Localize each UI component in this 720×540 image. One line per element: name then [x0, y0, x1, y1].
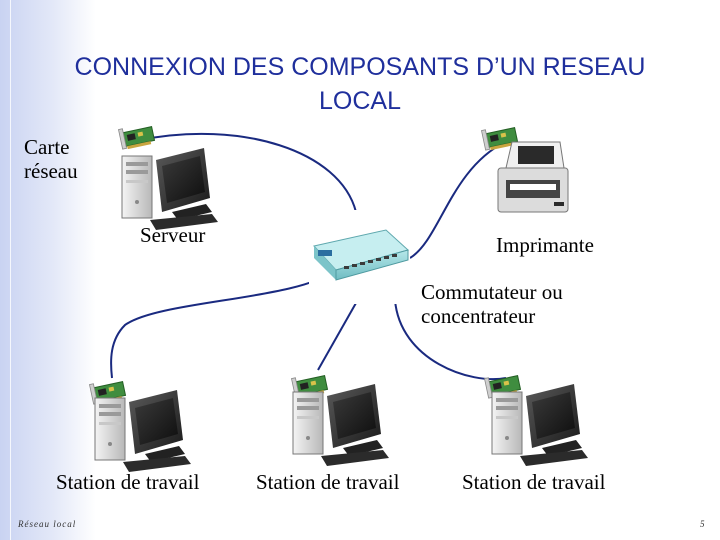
- label-imprimante: Imprimante: [496, 233, 594, 257]
- label-commutateur-line-2: concentrateur: [421, 304, 536, 328]
- station-2-computer: [292, 383, 390, 467]
- page-number: 5: [700, 519, 705, 529]
- cable-server-switch: [139, 132, 357, 213]
- sidebar-line: [10, 0, 11, 540]
- label-commutateur-line-1: Commutateur ou: [421, 280, 563, 304]
- title-line-2: LOCAL: [319, 87, 401, 115]
- sidebar-gradient: [0, 0, 96, 540]
- cable-switch-station1: [110, 269, 336, 379]
- cable-switch-station2: [317, 302, 357, 371]
- label-serveur: Serveur: [140, 223, 206, 247]
- label-carte-reseau: Carte réseau: [24, 135, 78, 183]
- cable-switch-station3: [394, 299, 507, 381]
- label-station-2: Station de travail: [256, 470, 400, 494]
- footer-text: Réseau local: [18, 519, 77, 529]
- label-carte-line-1: Carte: [24, 135, 70, 159]
- label-station-3: Station de travail: [462, 470, 606, 494]
- station-1-computer: [94, 389, 192, 473]
- printer-icon: [497, 141, 569, 213]
- server-network-card: [117, 122, 156, 151]
- label-carte-line-2: réseau: [24, 159, 78, 183]
- title-line-1: CONNEXION DES COMPOSANTS D’UN RESEAU: [74, 53, 646, 81]
- label-commutateur: Commutateur ou concentrateur: [421, 280, 563, 328]
- cable-printer-switch: [409, 141, 506, 259]
- label-station-1: Station de travail: [56, 470, 200, 494]
- station-3-computer: [491, 383, 589, 467]
- switch-icon: [309, 210, 410, 304]
- server-computer: [121, 147, 219, 231]
- slide-title: CONNEXION DES COMPOSANTS D’UN RESEAU LOC…: [20, 50, 700, 118]
